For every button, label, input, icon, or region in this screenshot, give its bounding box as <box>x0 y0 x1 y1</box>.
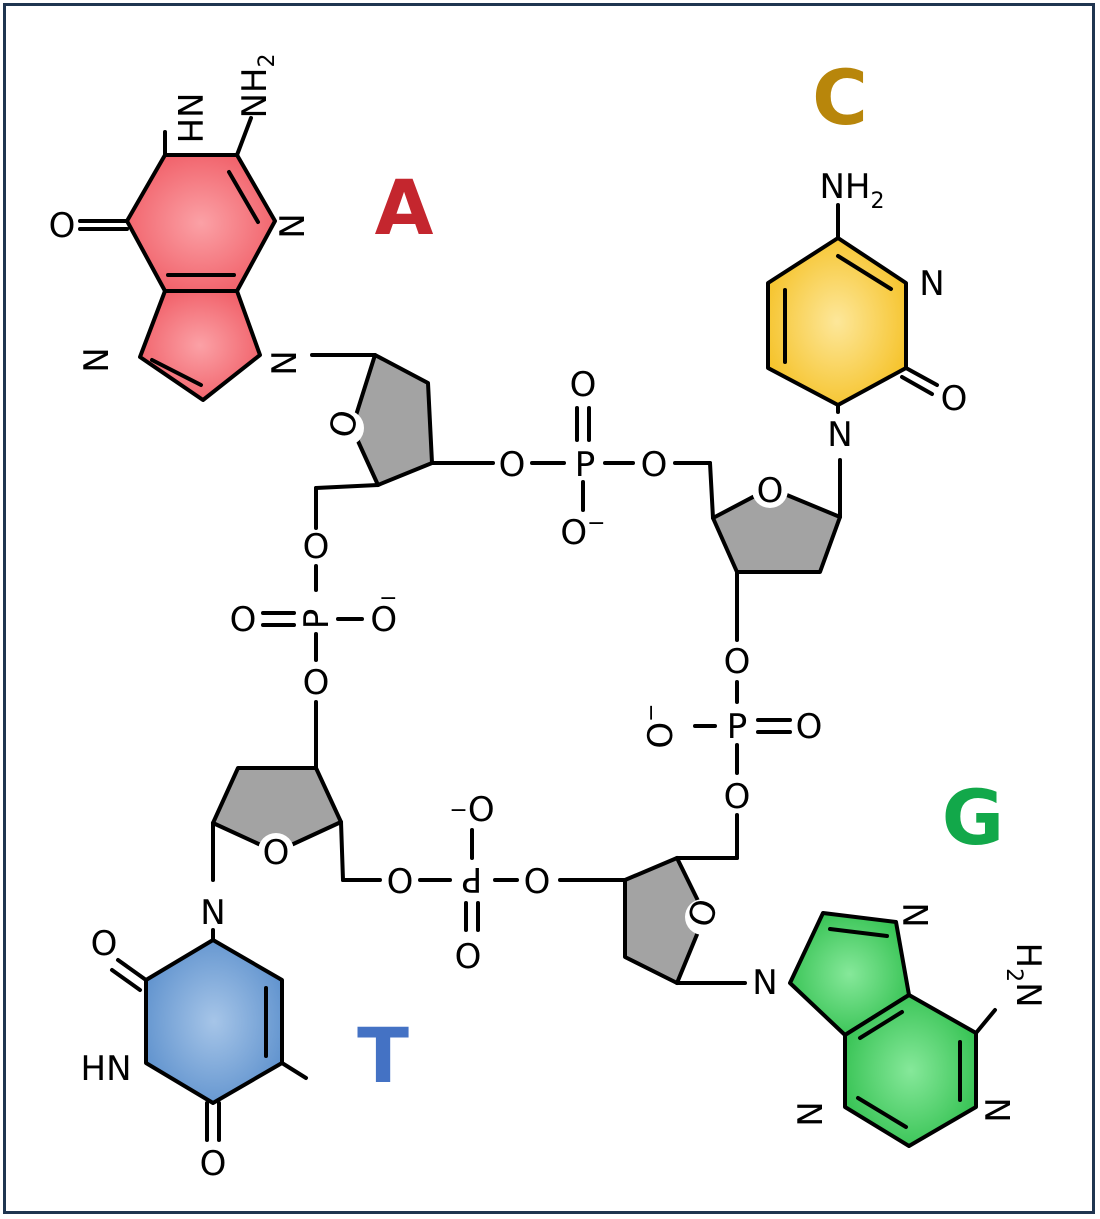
atom-o: O <box>303 527 330 567</box>
atom-p: P <box>575 445 596 485</box>
atom-o: O <box>757 471 784 511</box>
nucleotide-c-base <box>766 203 939 414</box>
atom-nh: NH <box>169 93 209 144</box>
atom-o: O <box>724 777 751 817</box>
atom-o: O <box>200 1144 227 1184</box>
label-g: G <box>942 773 1004 862</box>
sugar-oxygen-bg <box>752 472 788 508</box>
atom-n: N <box>265 350 305 375</box>
atom-o: O <box>455 937 482 977</box>
atom-o-minus: O− <box>560 511 605 553</box>
phosphate-bottom <box>341 828 519 932</box>
atom-o: O <box>524 862 551 902</box>
atom-p: P <box>297 609 337 630</box>
atom-n: N <box>897 902 937 927</box>
atom-n: N <box>200 893 225 933</box>
sugar-t <box>211 766 345 882</box>
sugar-g <box>558 856 747 985</box>
atom-p: P <box>462 859 483 899</box>
atom-n: N <box>827 415 852 455</box>
label-t: T <box>357 1011 409 1100</box>
phosphate-top <box>530 406 715 520</box>
sugar-oxygen-bg <box>258 833 294 869</box>
atom-o-minus: −O <box>449 790 494 830</box>
atom-p: P <box>727 707 748 747</box>
atom-o-minus: O− <box>370 586 397 640</box>
atom-o: O <box>499 445 526 485</box>
atom-o: O <box>49 206 76 246</box>
atom-h2n: H2N <box>1001 942 1048 1007</box>
nucleotide-t-base <box>110 928 308 1142</box>
atom-o: O <box>387 862 414 902</box>
atom-o: O <box>641 445 668 485</box>
atom-o: O <box>230 600 257 640</box>
atom-n: N <box>273 213 313 238</box>
atom-o: O <box>796 707 823 747</box>
phosphate-left <box>261 564 364 770</box>
sugar-oxygen-bg <box>328 410 364 446</box>
atom-nh2: NH2 <box>235 54 280 119</box>
atom-n: N <box>919 264 944 304</box>
atom-o: O <box>303 663 330 703</box>
nucleotide-a-base <box>78 116 277 402</box>
phosphate-right <box>693 680 792 860</box>
atom-o: O <box>941 379 968 419</box>
sugar-oxygen-bg <box>685 899 721 935</box>
nucleotide-g-base <box>788 911 997 1148</box>
atom-o-minus: O− <box>639 703 681 748</box>
atom-hn: HN <box>81 1049 132 1089</box>
atom-n: N <box>791 1101 831 1126</box>
label-a: A <box>375 163 434 252</box>
atom-o: O <box>91 924 118 964</box>
atom-n: N <box>77 347 117 372</box>
label-c: C <box>812 53 868 142</box>
atom-n: N <box>979 1097 1019 1122</box>
atom-nh2: NH2 <box>820 167 885 214</box>
atom-o: O <box>724 642 751 682</box>
atom-n: N <box>752 963 777 1003</box>
atom-o: O <box>263 833 290 873</box>
atom-o: O <box>570 365 597 405</box>
